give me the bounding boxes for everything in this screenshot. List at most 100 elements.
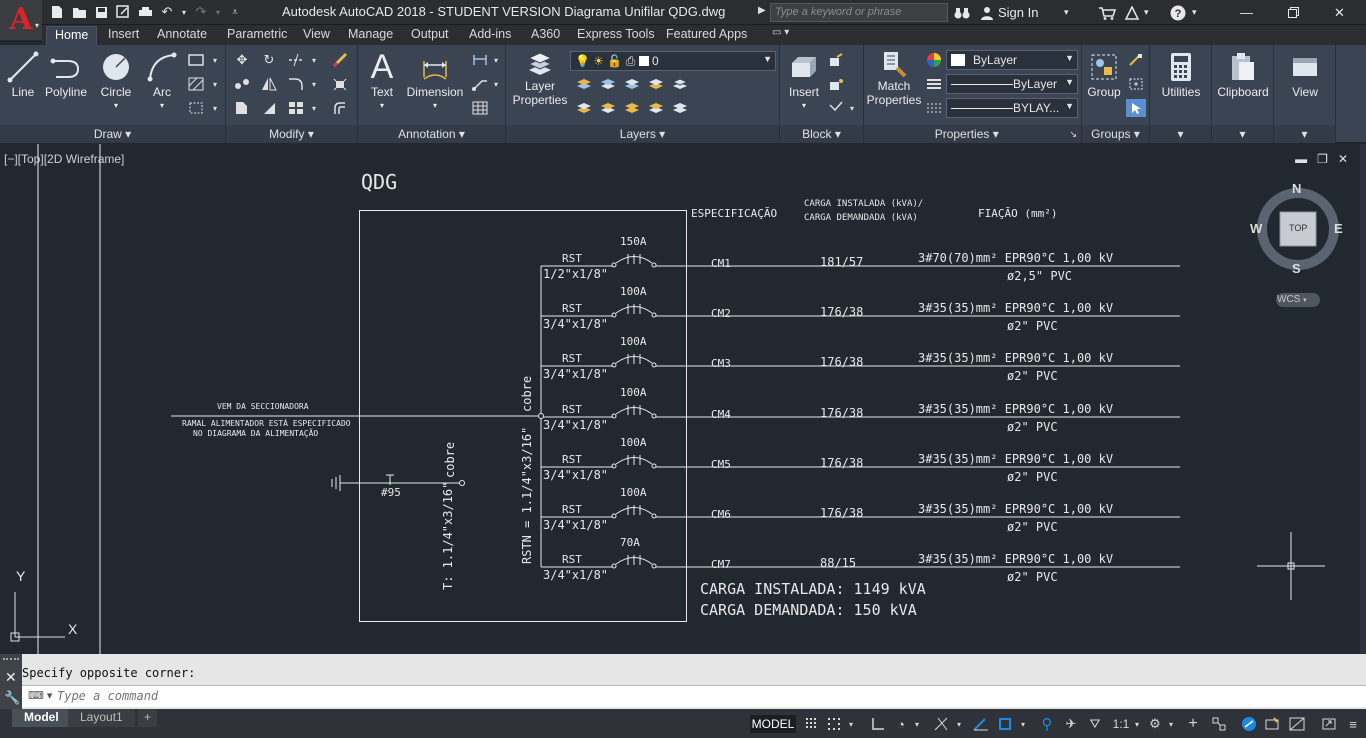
viewcube-north[interactable]: N [1292,181,1302,196]
object-snap-icon[interactable] [996,715,1014,733]
sign-in-dropdown-icon[interactable]: ▾ [1064,7,1069,17]
tab-add-ins[interactable]: Add-ins [469,27,512,41]
help-icon[interactable]: ? [1170,3,1186,22]
command-prompt-icon[interactable]: ⌨ ▾ [28,690,53,702]
layer-isolate-icon[interactable] [598,75,618,93]
object-snap-dropdown-icon[interactable]: ▾ [1020,719,1025,729]
viewcube-south[interactable]: S [1292,261,1301,276]
layer-dropdown[interactable]: 💡 ☀ 🔓 ⎙ 0 ▼ [570,51,776,71]
help-dropdown-icon[interactable]: ▾ [1192,7,1197,17]
array-dropdown-icon[interactable]: ▾ [311,103,316,113]
wcs-menu[interactable]: WCS ▾ [1277,295,1307,305]
tab-express-tools[interactable]: Express Tools [577,27,655,41]
annotation-monitor-icon[interactable]: + [1188,715,1198,732]
save-as-icon[interactable] [114,3,132,21]
binoculars-icon[interactable] [954,3,970,22]
properties-panel-title[interactable]: Properties ▾ ↘ [864,125,1081,143]
boundary-icon[interactable] [186,99,206,117]
open-folder-icon[interactable] [70,3,88,21]
minimize-window-icon[interactable]: ― [1240,5,1253,20]
ribbon-minimize-icon[interactable]: ▭ ▾ [772,27,790,38]
units-icon[interactable] [1210,715,1228,733]
customization-menu-icon[interactable]: ≡ [1349,716,1357,732]
group-button[interactable]: Group [1084,49,1124,99]
annotation-panel-title[interactable]: Annotation ▾ [358,125,505,143]
search-input[interactable]: Type a keyword or phrase [770,3,948,22]
annotation-scale-icon[interactable]: ⛛ [1089,716,1101,731]
utilities-panel-expand[interactable]: ▾ [1150,125,1211,143]
polar-dropdown-icon[interactable]: ▾ [914,719,919,729]
annotation-scale-dropdown-icon[interactable]: ▾ [1134,719,1139,729]
redo-icon[interactable]: ↷ [195,4,207,19]
viewcube-west[interactable]: W [1250,221,1263,236]
grid-icon[interactable] [804,715,820,733]
command-input[interactable] [57,689,957,703]
layer-lock-icon[interactable] [646,75,666,93]
tab-parametric[interactable]: Parametric [227,27,288,41]
hatch-icon[interactable] [186,75,206,93]
sign-in-link[interactable]: Sign In [998,5,1039,20]
scale-icon[interactable] [259,99,279,117]
viewport-minimize-icon[interactable]: ▬ [1295,152,1308,166]
view-button[interactable]: View [1276,49,1334,99]
layers-panel-title[interactable]: Layers ▾ [506,125,779,143]
search-expand-icon[interactable]: ▶ [758,5,766,16]
layer-unlock-icon[interactable] [646,99,666,117]
object-snap-tracking-icon[interactable] [972,715,990,733]
grip-handle-icon[interactable] [3,658,19,663]
draw-panel-title[interactable]: Draw ▾ [0,125,225,143]
linetype-icon[interactable] [924,99,944,117]
rectangle-icon[interactable] [186,51,206,69]
viewcube-top-face[interactable]: TOP [1289,223,1308,233]
insert-dropdown-icon[interactable]: ▾ [801,101,806,110]
undo-icon[interactable]: ↶ [161,4,173,19]
stay-connected-dropdown-icon[interactable]: ▾ [1144,7,1149,17]
viewport-close-icon[interactable]: ✕ [1337,152,1348,166]
rotate-icon[interactable]: ↻ [263,52,275,67]
tab-model[interactable]: Model [12,709,71,727]
isometric-dropdown-icon[interactable]: ▾ [956,719,961,729]
tab-insert[interactable]: Insert [108,27,140,41]
tab-manage[interactable]: Manage [348,27,394,41]
arc-button[interactable]: Arc ▾ [142,49,182,113]
restore-window-icon[interactable] [1288,3,1299,22]
command-line-grip[interactable]: ✕ 🔧 [0,654,22,709]
view-panel-expand[interactable]: ▾ [1274,125,1335,143]
redo-dropdown-icon[interactable]: ▾ [215,7,220,17]
close-window-icon[interactable]: ✕ [1334,4,1345,20]
rectangle-dropdown-icon[interactable]: ▾ [212,55,217,65]
utilities-button[interactable]: Utilities [1152,49,1210,99]
new-file-icon[interactable] [48,3,66,21]
layer-unisolate-icon[interactable] [598,99,618,117]
group-edit-icon[interactable] [1126,75,1146,93]
group-selection-icon[interactable] [1126,99,1146,117]
edit-block-icon[interactable] [826,75,846,93]
tab-output[interactable]: Output [411,27,449,41]
isometric-drafting-icon[interactable] [932,715,950,733]
offset-icon[interactable] [330,99,350,117]
viewport-restore-icon[interactable]: ❐ [1317,152,1328,166]
copy-icon[interactable] [232,75,252,93]
linear-dimension-dropdown-icon[interactable]: ▾ [493,55,498,65]
tab-layout1[interactable]: Layout1 [68,709,135,727]
layer-thaw-icon[interactable] [622,99,642,117]
color-dropdown[interactable]: ByLayer ▼ [946,50,1078,70]
customize-wrench-icon[interactable]: 🔧 [4,690,21,705]
isolate-objects-icon[interactable] [1240,715,1258,733]
add-layout-icon[interactable]: + [138,709,158,727]
tab-home[interactable]: Home [46,26,98,45]
annotation-scale-value[interactable]: 1:1 [1112,717,1130,731]
array-icon[interactable] [286,99,306,117]
lineweight-icon[interactable] [924,75,944,93]
tab-annotate[interactable]: Annotate [157,27,208,41]
user-icon[interactable] [980,3,994,22]
edit-attributes-dropdown-icon[interactable]: ▾ [849,103,854,113]
close-command-line-icon[interactable]: ✕ [5,669,17,685]
match-layer-icon[interactable] [670,99,690,117]
move-icon[interactable]: ✥ [236,52,248,67]
linear-dimension-icon[interactable] [470,51,490,69]
boundary-dropdown-icon[interactable]: ▾ [212,103,217,113]
layer-on-icon[interactable] [574,99,594,117]
erase-icon[interactable] [330,51,350,69]
insert-block-button[interactable]: Insert ▾ [782,49,826,113]
